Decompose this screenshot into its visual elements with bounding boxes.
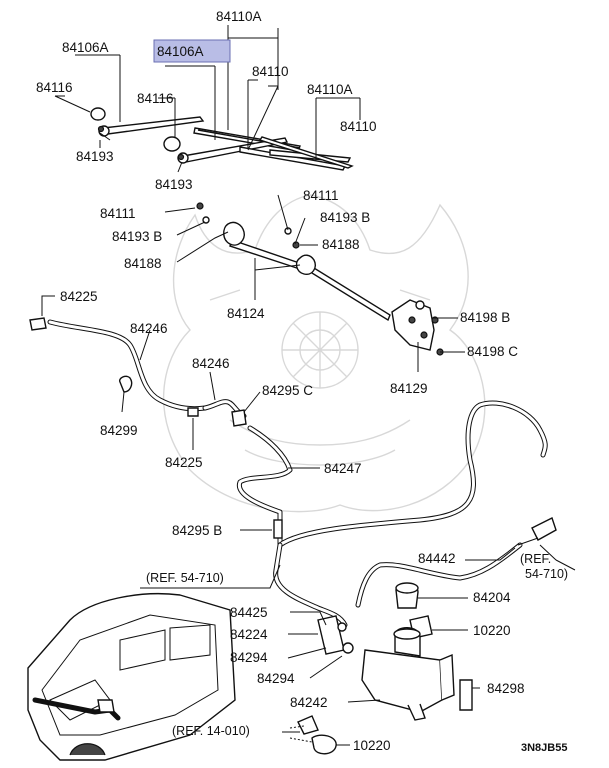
label-84110A-top[interactable]: 84110A	[216, 9, 262, 24]
van-illustration	[27, 593, 236, 761]
label-84242[interactable]: 84242	[290, 695, 328, 710]
label-84188-left[interactable]: 84188	[124, 256, 162, 271]
label-84124[interactable]: 84124	[227, 306, 265, 321]
label-84294-a[interactable]: 84294	[230, 650, 268, 665]
label-84295C[interactable]: 84295 C	[262, 383, 313, 398]
label-84198C[interactable]: 84198 C	[467, 344, 518, 359]
label-84111-right[interactable]: 84111	[303, 188, 339, 203]
label-84295B[interactable]: 84295 B	[172, 523, 222, 538]
label-84193B-left[interactable]: 84193 B	[112, 229, 162, 244]
label-ref-14-010[interactable]: (REF. 14-010)	[172, 724, 250, 738]
label-84193-mid[interactable]: 84193	[155, 177, 193, 192]
label-84225-mid[interactable]: 84225	[165, 455, 203, 470]
label-ref-54-710-right[interactable]: (REF.54-710)	[520, 552, 568, 581]
label-84116-left[interactable]: 84116	[36, 80, 73, 95]
label-84188-right[interactable]: 84188	[322, 237, 360, 252]
label-84106A-highlight[interactable]: 84106A	[157, 44, 204, 59]
label-84225-top[interactable]: 84225	[60, 289, 98, 304]
label-10220-a[interactable]: 10220	[473, 623, 511, 638]
label-ref-54-710-left[interactable]: (REF. 54-710)	[146, 571, 224, 585]
label-10220-b[interactable]: 10220	[353, 738, 391, 753]
label-84298[interactable]: 84298	[487, 681, 525, 696]
label-84106A-left[interactable]: 84106A	[62, 40, 109, 55]
label-84294-b[interactable]: 84294	[257, 671, 295, 686]
label-84116-mid[interactable]: 84116	[137, 91, 174, 106]
washer-reservoir	[361, 627, 455, 721]
label-84129[interactable]: 84129	[390, 381, 428, 396]
label-84111-left[interactable]: 84111	[100, 206, 136, 221]
label-84247[interactable]: 84247	[324, 461, 362, 476]
label-84110A-right[interactable]: 84110A	[307, 82, 353, 97]
label-84246-a[interactable]: 84246	[130, 321, 168, 336]
label-84110-right[interactable]: 84110	[340, 119, 377, 134]
wiper-linkage	[196, 202, 444, 356]
label-84204[interactable]: 84204	[473, 590, 511, 605]
part-labels: 84110A 84106A 84106A 84110 84116 84116 8…	[36, 9, 568, 754]
label-84442[interactable]: 84442	[418, 551, 456, 566]
washer-hoses	[47, 319, 548, 628]
label-84198B[interactable]: 84198 B	[460, 310, 510, 325]
wiper-assembly	[90, 107, 354, 171]
label-84110-a[interactable]: 84110	[252, 64, 289, 79]
label-84193-left[interactable]: 84193	[76, 149, 114, 164]
label-84193B-right[interactable]: 84193 B	[320, 210, 370, 225]
label-84299[interactable]: 84299	[100, 423, 138, 438]
leader-lines	[41, 25, 576, 746]
diagram-code: 3N8JB55	[521, 742, 567, 754]
label-84246-b[interactable]: 84246	[192, 356, 230, 371]
highlight-box	[153, 39, 231, 63]
label-84224[interactable]: 84224	[230, 627, 268, 642]
label-84425[interactable]: 84425	[230, 605, 268, 620]
